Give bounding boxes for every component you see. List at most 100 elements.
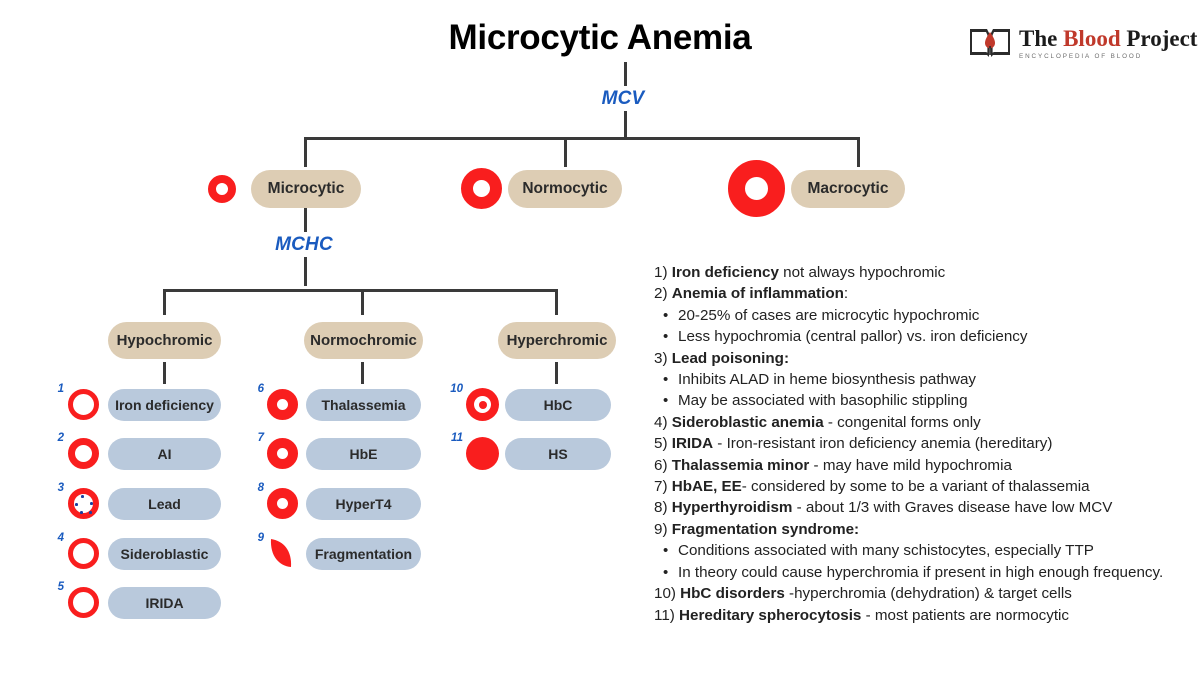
legend-item: 3) Lead poisoning:: [654, 348, 1174, 369]
leaf-hbc[interactable]: HbC: [505, 389, 611, 421]
rbc-macrocytic-icon: [728, 160, 785, 217]
legend-item-term: Fragmentation syndrome:: [671, 520, 860, 538]
leaf-ai[interactable]: AI: [108, 438, 221, 470]
legend-item: 9) Fragmentation syndrome:: [654, 519, 1174, 540]
rbc-thalassemia-icon: [267, 389, 298, 420]
legend-item-number: 9): [654, 520, 672, 538]
leaf-fragmentation[interactable]: Fragmentation: [306, 538, 421, 570]
legend-item-number: 11): [654, 606, 680, 624]
legend-item-term: IRIDA: [671, 435, 714, 453]
index-1: 1: [57, 383, 64, 395]
legend-item-number: 4): [654, 413, 672, 431]
legend-bullet: Less hypochromia (central pallor) vs. ir…: [654, 326, 1174, 348]
leaf-hbe[interactable]: HbE: [306, 438, 421, 470]
index-6: 6: [257, 383, 264, 395]
legend-item: 10) HbC disorders -hyperchromia (dehydra…: [654, 583, 1174, 604]
schistocyte-icon: [270, 539, 292, 567]
spherocyte-hs-icon: [466, 437, 499, 470]
leaf-thalassemia[interactable]: Thalassemia: [306, 389, 421, 421]
connector-mcv-to-bar: [623, 111, 627, 140]
legend-item-text: - most patients are normocytic: [861, 606, 1070, 624]
logo-project: Project: [1120, 25, 1198, 51]
connector-drop-normocytic: [564, 137, 567, 167]
connector-mchc-to-bar: [303, 257, 307, 286]
connector-mchc-bar: [163, 289, 557, 292]
index-2: 2: [57, 432, 64, 444]
legend-item-number: 5): [654, 435, 672, 453]
leaf-hs[interactable]: HS: [505, 438, 611, 470]
node-label-mchc: MCHC: [275, 234, 333, 255]
legend-item-text: - may have mild hypochromia: [809, 456, 1012, 474]
legend-item-term: Lead poisoning:: [671, 349, 790, 367]
legend-item-number: 1): [654, 264, 672, 281]
connector-title-to-mcv: [623, 62, 627, 86]
legend-item: 8) Hyperthyroidism - about 1/3 with Grav…: [654, 497, 1174, 518]
legend-item: 7) HbAE, EE- considered by some to be a …: [654, 476, 1174, 497]
node-hyperchromic[interactable]: Hyperchromic: [498, 322, 616, 359]
rbc-hyperthyroidism-icon: [267, 488, 298, 519]
index-9: 9: [257, 532, 264, 544]
connector-hypochromic-to-leaf: [163, 362, 166, 384]
connector-drop-macrocytic: [857, 137, 860, 167]
logo-text: The Blood Project ENCYCLOPEDIA OF BLOOD: [1019, 27, 1197, 60]
connector-normochromic-to-leaf: [361, 362, 364, 384]
logo-blood: Blood: [1063, 25, 1121, 51]
legend-item-term: Hereditary spherocytosis: [679, 606, 862, 624]
legend-item-term: HbAE, EE: [671, 478, 742, 496]
legend-item: 4) Sideroblastic anemia - congenital for…: [654, 412, 1174, 433]
legend-bullet: In theory could cause hyperchromia if pr…: [654, 562, 1174, 584]
rbc-irida-icon: [68, 587, 99, 618]
legend-bullet: Conditions associated with many schistoc…: [654, 540, 1174, 562]
stipple-dot: [80, 511, 83, 514]
legend-item-term: Hyperthyroidism: [671, 499, 793, 517]
connector-mcv-bar: [304, 137, 860, 140]
rbc-sideroblastic-icon: [68, 538, 99, 569]
legend-bullet: 20-25% of cases are microcytic hypochrom…: [654, 305, 1174, 327]
node-normocytic[interactable]: Normocytic: [508, 170, 622, 208]
legend-item-term: HbC disorders: [680, 585, 785, 603]
logo-subtitle: ENCYCLOPEDIA OF BLOOD: [1019, 52, 1143, 60]
page-title: Microcytic Anemia: [448, 18, 752, 57]
connector-drop-normochromic: [361, 289, 364, 315]
rbc-microcytic-icon: [208, 175, 236, 203]
legend-item-term: Thalassemia minor: [671, 456, 810, 474]
node-normochromic[interactable]: Normochromic: [304, 322, 423, 359]
stipple-dot: [75, 503, 78, 506]
rbc-lead-icon: [68, 488, 99, 519]
legend-item: 2) Anemia of inflammation:: [654, 283, 1174, 304]
leaf-hypert4[interactable]: HyperT4: [306, 488, 421, 520]
stipple-dot: [90, 502, 93, 505]
node-macrocytic[interactable]: Macrocytic: [791, 170, 905, 208]
leaf-lead[interactable]: Lead: [108, 488, 221, 520]
legend-bullet: Inhibits ALAD in heme biosynthesis pathw…: [654, 369, 1174, 391]
index-5: 5: [57, 581, 64, 593]
legend-item: 1) Iron deficiency not always hypochromi…: [654, 262, 1174, 283]
legend-bullet: May be associated with basophilic stippl…: [654, 390, 1174, 412]
rbc-normocytic-icon: [461, 168, 502, 209]
legend-item-number: 10): [654, 585, 681, 603]
connector-drop-microcytic: [304, 137, 307, 167]
brand-logo[interactable]: The Blood Project ENCYCLOPEDIA OF BLOOD: [968, 20, 1197, 66]
stipple-dot: [89, 511, 92, 514]
node-microcytic[interactable]: Microcytic: [251, 170, 361, 208]
legend-item-number: 2): [654, 285, 672, 303]
legend-item-number: 8): [654, 499, 672, 517]
leaf-sideroblastic[interactable]: Sideroblastic: [108, 538, 221, 570]
legend-item-term: Iron deficiency: [671, 264, 779, 281]
target-cell-hbc-icon: [466, 388, 499, 421]
leaf-irida[interactable]: IRIDA: [108, 587, 221, 619]
legend-item-text: - considered by some to be a variant of …: [741, 478, 1090, 496]
legend-item: 11) Hereditary spherocytosis - most pati…: [654, 605, 1174, 626]
node-hypochromic[interactable]: Hypochromic: [108, 322, 221, 359]
index-10: 10: [450, 383, 463, 395]
legend-item-text: -hyperchromia (dehydration) & target cel…: [784, 585, 1072, 603]
legend-item: 6) Thalassemia minor - may have mild hyp…: [654, 455, 1174, 476]
connector-drop-hyperchromic: [555, 289, 558, 315]
legend-item-text: :: [843, 285, 849, 303]
rbc-anemia-of-inflammation-icon: [68, 438, 99, 469]
node-label-mcv: MCV: [601, 88, 645, 109]
rbc-iron-deficiency-icon: [68, 389, 99, 420]
legend-item: 5) IRIDA - Iron-resistant iron deficienc…: [654, 433, 1174, 454]
leaf-iron-deficiency[interactable]: Iron deficiency: [108, 389, 221, 421]
